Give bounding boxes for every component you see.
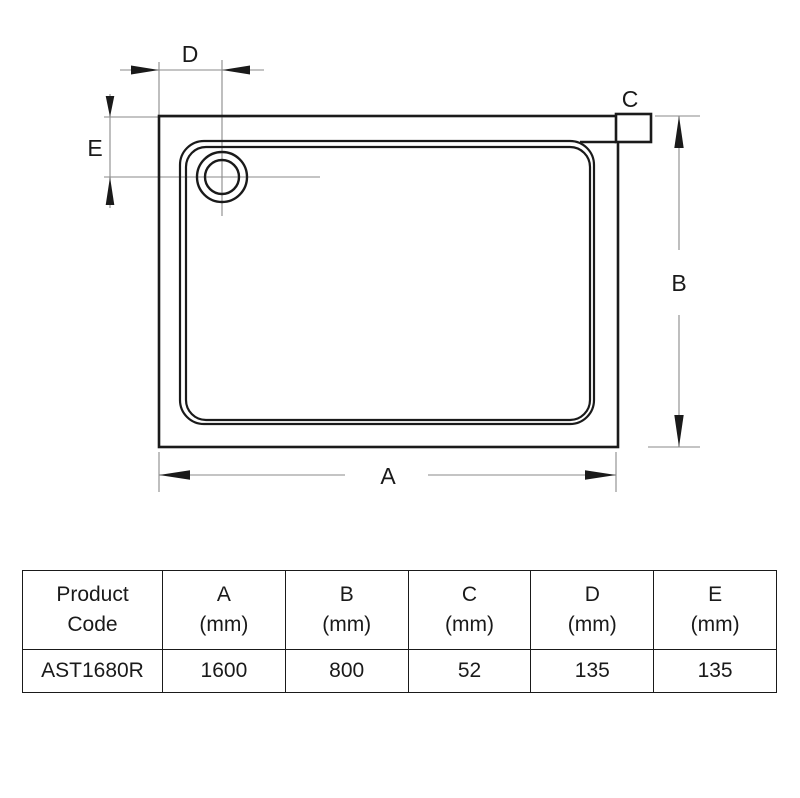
construction-lines [104,60,700,492]
drain-outer-ring [195,150,249,204]
header-product-code: Product Code [22,570,163,650]
e-arrow-top [105,96,115,117]
d-arrow-right [222,65,250,75]
header-dimension-b: B (mm) [284,570,409,650]
table-row: AST1680R 1600 800 52 135 135 [22,649,777,693]
header-dimension-a-letter: A [216,582,231,606]
c-thickness-detail-box [614,112,653,144]
b-arrow-bottom [674,415,684,447]
header-dimension-d-unit: (mm) [567,613,617,636]
cell-dimension-e: 135 [653,649,777,693]
tray-basin-outline-outer [178,139,596,426]
cell-dimension-d: 135 [530,649,655,693]
header-dimension-e-unit: (mm) [690,613,740,636]
drain-inner-ring [203,158,241,196]
specification-table: Product Code A (mm) B (mm) C (mm) [22,570,777,693]
dimension-arrowheads [105,65,684,480]
dimension-label-b: B [671,270,686,296]
cell-dimension-a: 1600 [162,649,286,693]
header-dimension-e: E (mm) [653,570,777,650]
header-dimension-d-letter: D [584,582,600,606]
dimension-label-c: C [622,86,639,112]
header-dimension-b-letter: B [339,582,354,606]
tray-outer-outline [157,114,620,449]
dimension-label-d: D [182,41,199,67]
header-dimension-a: A (mm) [162,570,286,650]
specification-table-container: Product Code A (mm) B (mm) C (mm) [22,570,777,693]
header-dimension-d: D (mm) [530,570,655,650]
dimension-label-a: A [380,463,396,489]
d-arrow-left [131,65,159,75]
header-dimension-a-unit: (mm) [199,613,249,636]
header-dimension-c-unit: (mm) [445,613,494,636]
header-dimension-e-letter: E [708,582,723,606]
b-arrow-top [674,116,684,148]
dimension-label-e: E [87,135,102,161]
header-product-code-line1: Product [56,582,129,606]
table-header-row: Product Code A (mm) B (mm) C (mm) [22,570,777,650]
header-dimension-c-letter: C [461,582,478,606]
header-dimension-b-unit: (mm) [322,613,372,636]
cell-product-code: AST1680R [22,649,163,693]
cell-dimension-b: 800 [284,649,409,693]
tray-basin-outline-inner [184,145,592,422]
shower-tray-drawing: D E C B A [87,41,700,492]
a-arrow-right [585,470,616,480]
header-product-code-line2: Code [67,613,118,636]
a-arrow-left [159,470,190,480]
e-arrow-bottom [105,177,115,205]
cell-dimension-c: 52 [407,649,532,693]
header-dimension-c: C (mm) [407,570,532,650]
